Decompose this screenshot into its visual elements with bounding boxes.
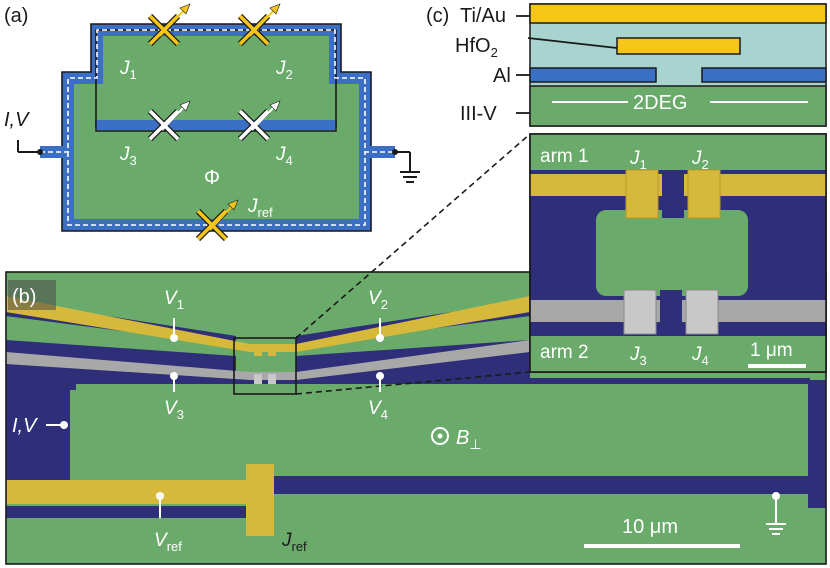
sem-ground-icon <box>766 492 786 535</box>
inset-arm1-label: arm 1 <box>540 146 589 167</box>
inset-arm2-label: arm 2 <box>540 342 589 363</box>
svg-text:Jref: Jref <box>247 196 273 220</box>
channel-label: 2DEG <box>633 92 687 114</box>
lower-loop-area <box>74 84 359 219</box>
zoom-box <box>233 337 297 395</box>
al-layer-left <box>529 67 657 83</box>
sem-ref-junction <box>246 464 274 536</box>
sem-gold-arm <box>6 296 530 352</box>
panel-c-layer-stack: (c) 2DEG Ti/Au HfO2 Al III-V <box>426 3 827 127</box>
iii-v-label: III-V <box>460 103 497 125</box>
inset-j2-pad <box>687 169 721 219</box>
sem-gray-arm <box>6 340 530 380</box>
svg-text:J3: J3 <box>119 144 137 168</box>
inset-j4-pad <box>685 289 719 335</box>
svg-text:J2: J2 <box>275 58 293 82</box>
inset-j1: J <box>629 148 640 169</box>
sem-scale-label: 10 μm <box>622 516 678 538</box>
a-jref: J <box>247 196 258 217</box>
inset-zoom: 1 μm arm 1 arm 2 J1 J2 J3 J4 <box>529 133 827 373</box>
svg-text:V4: V4 <box>368 398 388 422</box>
iii-v-layer <box>529 85 827 127</box>
b-jref: J <box>281 530 292 551</box>
a-j2: J <box>275 58 286 79</box>
inset-scale-label: 1 μm <box>750 340 793 361</box>
b-vref: V <box>154 530 169 551</box>
tiau-layer <box>529 3 827 24</box>
ground-icon <box>400 152 420 183</box>
svg-text:HfO2: HfO2 <box>455 35 498 60</box>
svg-text:Jref: Jref <box>281 530 307 554</box>
svg-text:V2: V2 <box>368 288 388 312</box>
panel-a-tag: (a) <box>4 5 28 27</box>
a-flux: Φ <box>204 167 220 189</box>
tunable-junction-icon-j4 <box>237 100 281 142</box>
inset-j2: J <box>691 148 702 169</box>
svg-text:J1: J1 <box>629 148 647 172</box>
svg-text:J2: J2 <box>691 148 709 172</box>
tunable-junction-icon-j3 <box>147 100 191 142</box>
svg-text:Vref: Vref <box>154 530 182 554</box>
a-j4: J <box>275 144 286 165</box>
sem-ref-lead <box>6 480 268 504</box>
tunable-junction-icon-j1 <box>147 3 191 47</box>
panel-c-tag: (c) <box>426 5 449 27</box>
svg-text:V1: V1 <box>164 288 184 312</box>
field-direction-icon <box>431 427 449 445</box>
inset-j4: J <box>691 344 702 365</box>
panel-a-source-label: I,V <box>4 109 30 131</box>
b-v1: V <box>164 288 179 309</box>
b-field-label: B <box>456 427 469 449</box>
inset-island <box>596 210 748 296</box>
svg-text:J4: J4 <box>691 344 709 368</box>
svg-text:J3: J3 <box>629 344 647 368</box>
b-v2: V <box>368 288 383 309</box>
a-j3: J <box>119 144 130 165</box>
b-v4: V <box>368 398 383 419</box>
a-j1: J <box>119 58 130 79</box>
panel-b-sem-image: 10 μm (b) V1 V2 V3 V4 I,V B⊥ Vref Jref <box>5 133 827 565</box>
svg-text:B⊥: B⊥ <box>456 427 482 452</box>
hfo2-label: HfO <box>455 35 491 57</box>
inset-j3: J <box>629 344 640 365</box>
tunable-junction-icon-jref <box>195 199 239 242</box>
tunable-junction-icon-j2 <box>237 3 281 47</box>
al-label: Al <box>493 65 511 87</box>
upper-loop-area <box>103 36 329 124</box>
gate-electrode <box>616 37 741 55</box>
al-layer-right <box>701 67 827 83</box>
b-source-label: I,V <box>12 415 38 437</box>
panel-a-schematic: (a) <box>4 3 420 242</box>
svg-text:J4: J4 <box>275 144 293 168</box>
svg-text:V3: V3 <box>164 398 184 422</box>
left-terminal <box>37 149 43 155</box>
inset-j1-pad <box>625 169 659 219</box>
b-v3: V <box>164 398 179 419</box>
sem-island <box>76 384 808 476</box>
panel-b-tag: (b) <box>12 286 36 308</box>
tiau-label: Ti/Au <box>460 5 506 27</box>
svg-text:J1: J1 <box>119 58 137 82</box>
inset-j3-pad <box>623 289 657 335</box>
